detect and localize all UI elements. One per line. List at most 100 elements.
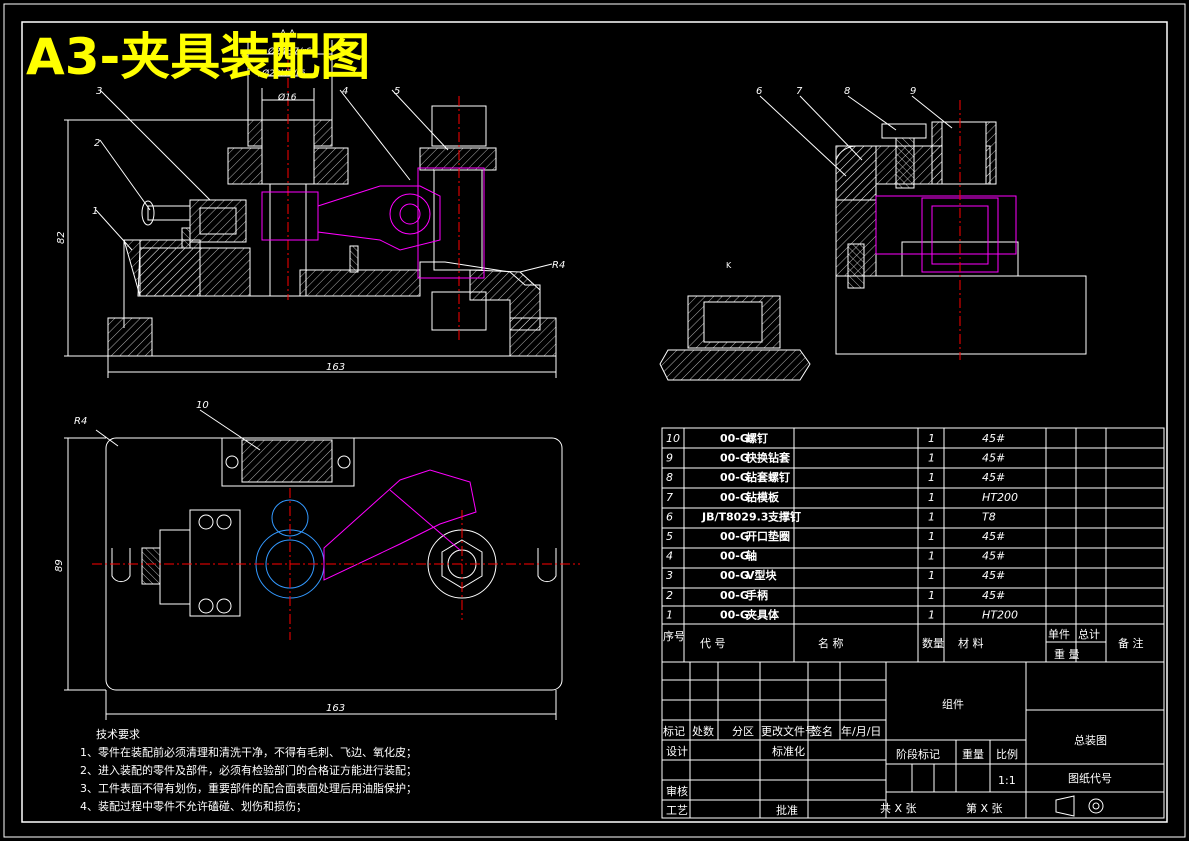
section-label: A-A [280,29,296,39]
tb-drawing-name: 总装图 [1074,733,1107,747]
note-item: 1、零件在装配前必须清理和清洗干净，不得有毛刺、飞边、氧化皮； [80,745,417,759]
bom-cell-code: 00-G [720,452,749,465]
bom-cell-no: 8 [666,471,673,484]
bom-cell-no: 1 [666,608,673,621]
side-view-labels: 6 7 8 9 [756,86,916,97]
bom-cell-name: 轴 [746,549,757,563]
bom-cell-no: 7 [666,491,673,504]
bom-header-no: 序号 [663,629,685,643]
front-view [64,40,557,378]
bom-cell-code: 00-G [720,432,749,445]
bom-cell-qty: 1 [928,550,935,563]
bom-cell-code: 00-G [720,550,749,563]
tb-zone: 分区 [732,725,754,738]
title-block [661,661,1165,819]
bom-cell-qty: 1 [928,432,935,445]
dim-width-bottom: 163 [326,703,345,714]
inner-border [21,21,1168,823]
balloon-1: 1 [92,206,98,217]
bom-cell-code: 00-G [720,608,749,621]
bom-cell-mat: T8 [982,510,996,523]
balloon-4: 4 [342,86,348,97]
side-view [759,95,1087,360]
outer-border [3,3,1186,838]
bom-cell-code: JB/T8029.3 [701,510,768,523]
bom-header: 序号 代 号 名 称 数量 材 料 单件 总计 重 量 备 注 [663,627,1144,661]
tb-design: 设计 [666,745,688,758]
bom-cell-qty: 1 [928,589,935,602]
plan-view-labels: 89 163 R4 10 [54,400,345,714]
bom-cell-name: 支撑钉 [767,509,801,523]
dim-r-top: R4 [552,260,565,271]
plan-view [64,409,580,720]
tb-change: 更改文件号 [761,724,816,738]
tb-check: 审核 [666,784,688,798]
bom-header-unit: 单件 [1048,628,1070,641]
tb-stage: 阶段标记 [896,747,940,761]
bom-cell-qty: 1 [928,471,935,484]
detail-k-label: K [726,261,732,270]
bom-cell-mat: HT200 [982,491,1018,504]
bom-cell-qty: 1 [928,608,935,621]
dim-d1: Ø24H7/r6 [267,46,312,57]
balloon-7: 7 [796,86,803,97]
bom-cell-mat: HT200 [982,608,1018,621]
tb-scale-value: 1:1 [998,774,1016,787]
drawing-title: A3-夹具装配图 [26,28,370,86]
note-item: 2、进入装配的零件及部件，必须有检验部门的合格证方能进行装配； [80,763,417,777]
bom-header-name: 名 称 [818,636,844,650]
balloon-8: 8 [844,86,850,97]
tb-drawing-no: 图纸代号 [1068,772,1112,785]
bom-cell-no: 3 [666,569,673,582]
balloon-2: 2 [94,138,100,149]
dim-d2: Ø20H7/r6 [261,68,306,79]
tb-scale: 比例 [996,747,1018,761]
balloon-10: 10 [196,400,209,411]
bom-table [661,427,1165,663]
bom-cell-qty: 1 [928,530,935,543]
tb-mark: 标记 [663,724,685,738]
bom-cell-name: 钻模板 [746,490,780,504]
tb-total-sheets: 共 X 张 [880,802,917,815]
bom-header-code: 代 号 [700,637,726,650]
tb-sheet: 第 X 张 [966,801,1003,815]
dim-height: 82 [56,231,67,244]
bom-cell-mat: 45# [982,452,1005,465]
bom-cell-name: 螺钉 [746,431,768,445]
bom-cell-mat: 45# [982,550,1005,563]
bom-cell-qty: 1 [928,510,935,523]
bom-cell-no: 4 [666,550,673,563]
bom-cell-mat: 45# [982,569,1005,582]
title-block-text: 组件 总装图 图纸代号 标记 处数 分区 更改文件号 签名 年/月/日 设计 标… [663,697,1112,817]
detail-k-view [659,295,811,381]
bom-cell-qty: 1 [928,452,935,465]
bom-cell-name: 钻套螺钉 [746,470,790,484]
bom-header-qty: 数量 [922,637,944,650]
bom-cell-code: 00-G [720,589,749,602]
tb-assembly: 组件 [942,697,964,711]
tb-sign: 签名 [811,724,833,738]
bom-cell-code: 00-G [720,569,749,582]
bom-cell-no: 10 [666,432,680,445]
bom-header-mat: 材 料 [958,636,984,650]
bom-header-weight: 重 量 [1054,647,1080,661]
dim-width-top: 163 [326,362,345,373]
bom-cell-code: 00-G [720,491,749,504]
bom-cell-mat: 45# [982,589,1005,602]
bom-cell-no: 6 [666,510,673,523]
bom-cell-no: 5 [666,530,673,543]
bom-cell-code: 00-G [720,530,749,543]
bom-cell-name: 夹具体 [746,607,780,621]
notes-heading: 技术要求 [96,728,140,741]
bom-cell-name: 开口垫圈 [746,529,790,543]
technical-notes: 技术要求 1、零件在装配前必须清理和清洗干净，不得有毛刺、飞边、氧化皮； 2、进… [80,728,417,813]
